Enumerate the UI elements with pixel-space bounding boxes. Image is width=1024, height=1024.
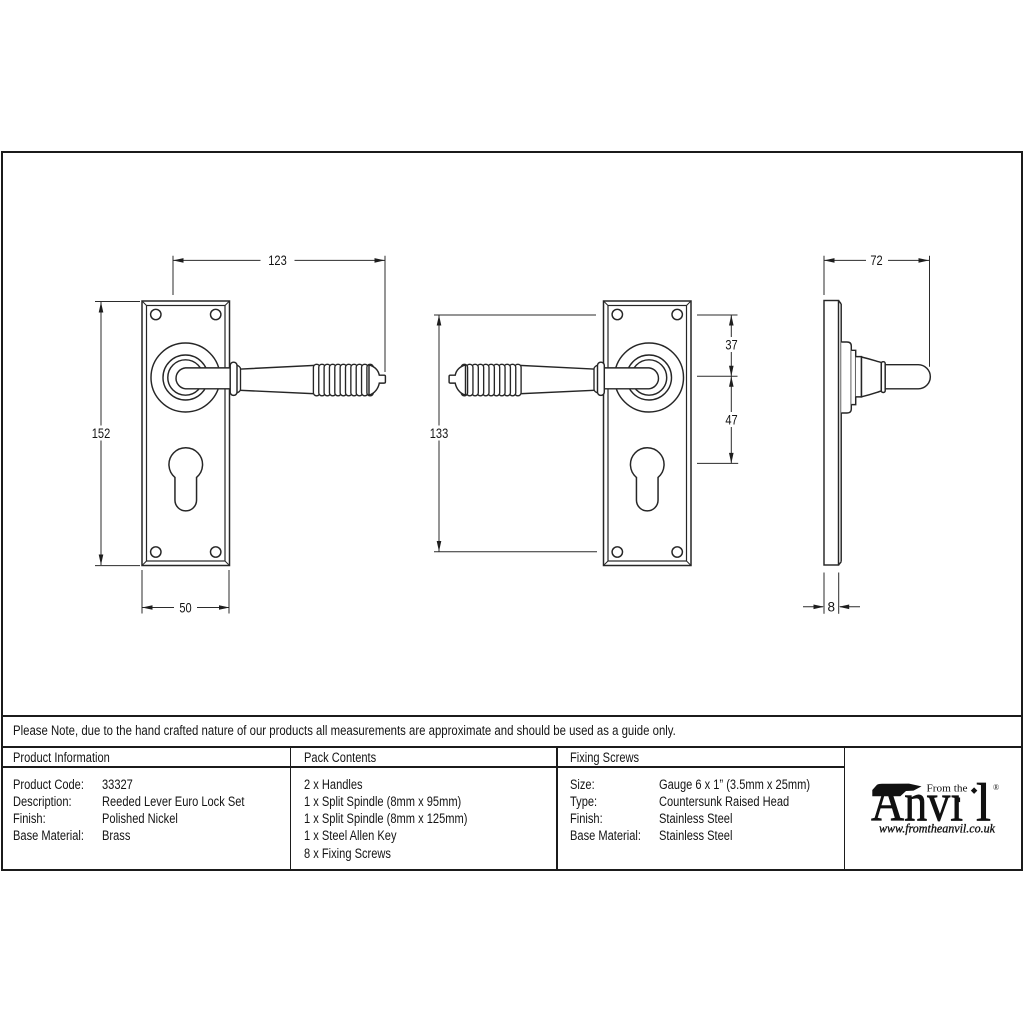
svg-text:50: 50 <box>179 601 191 616</box>
svg-text:From the: From the <box>927 783 968 795</box>
svg-text:72: 72 <box>870 253 882 268</box>
svg-text:123: 123 <box>268 253 287 268</box>
svg-text:37: 37 <box>725 338 737 353</box>
svg-text:8: 8 <box>828 600 836 615</box>
svg-text:l: l <box>976 773 991 833</box>
svg-text:133: 133 <box>430 426 449 441</box>
svg-text:www.fromtheanvil.co.uk: www.fromtheanvil.co.uk <box>879 821 995 836</box>
svg-text:47: 47 <box>725 413 737 428</box>
svg-text:Anvı: Anvı <box>871 773 963 833</box>
svg-text:152: 152 <box>92 426 111 441</box>
svg-text:®: ® <box>993 783 999 792</box>
